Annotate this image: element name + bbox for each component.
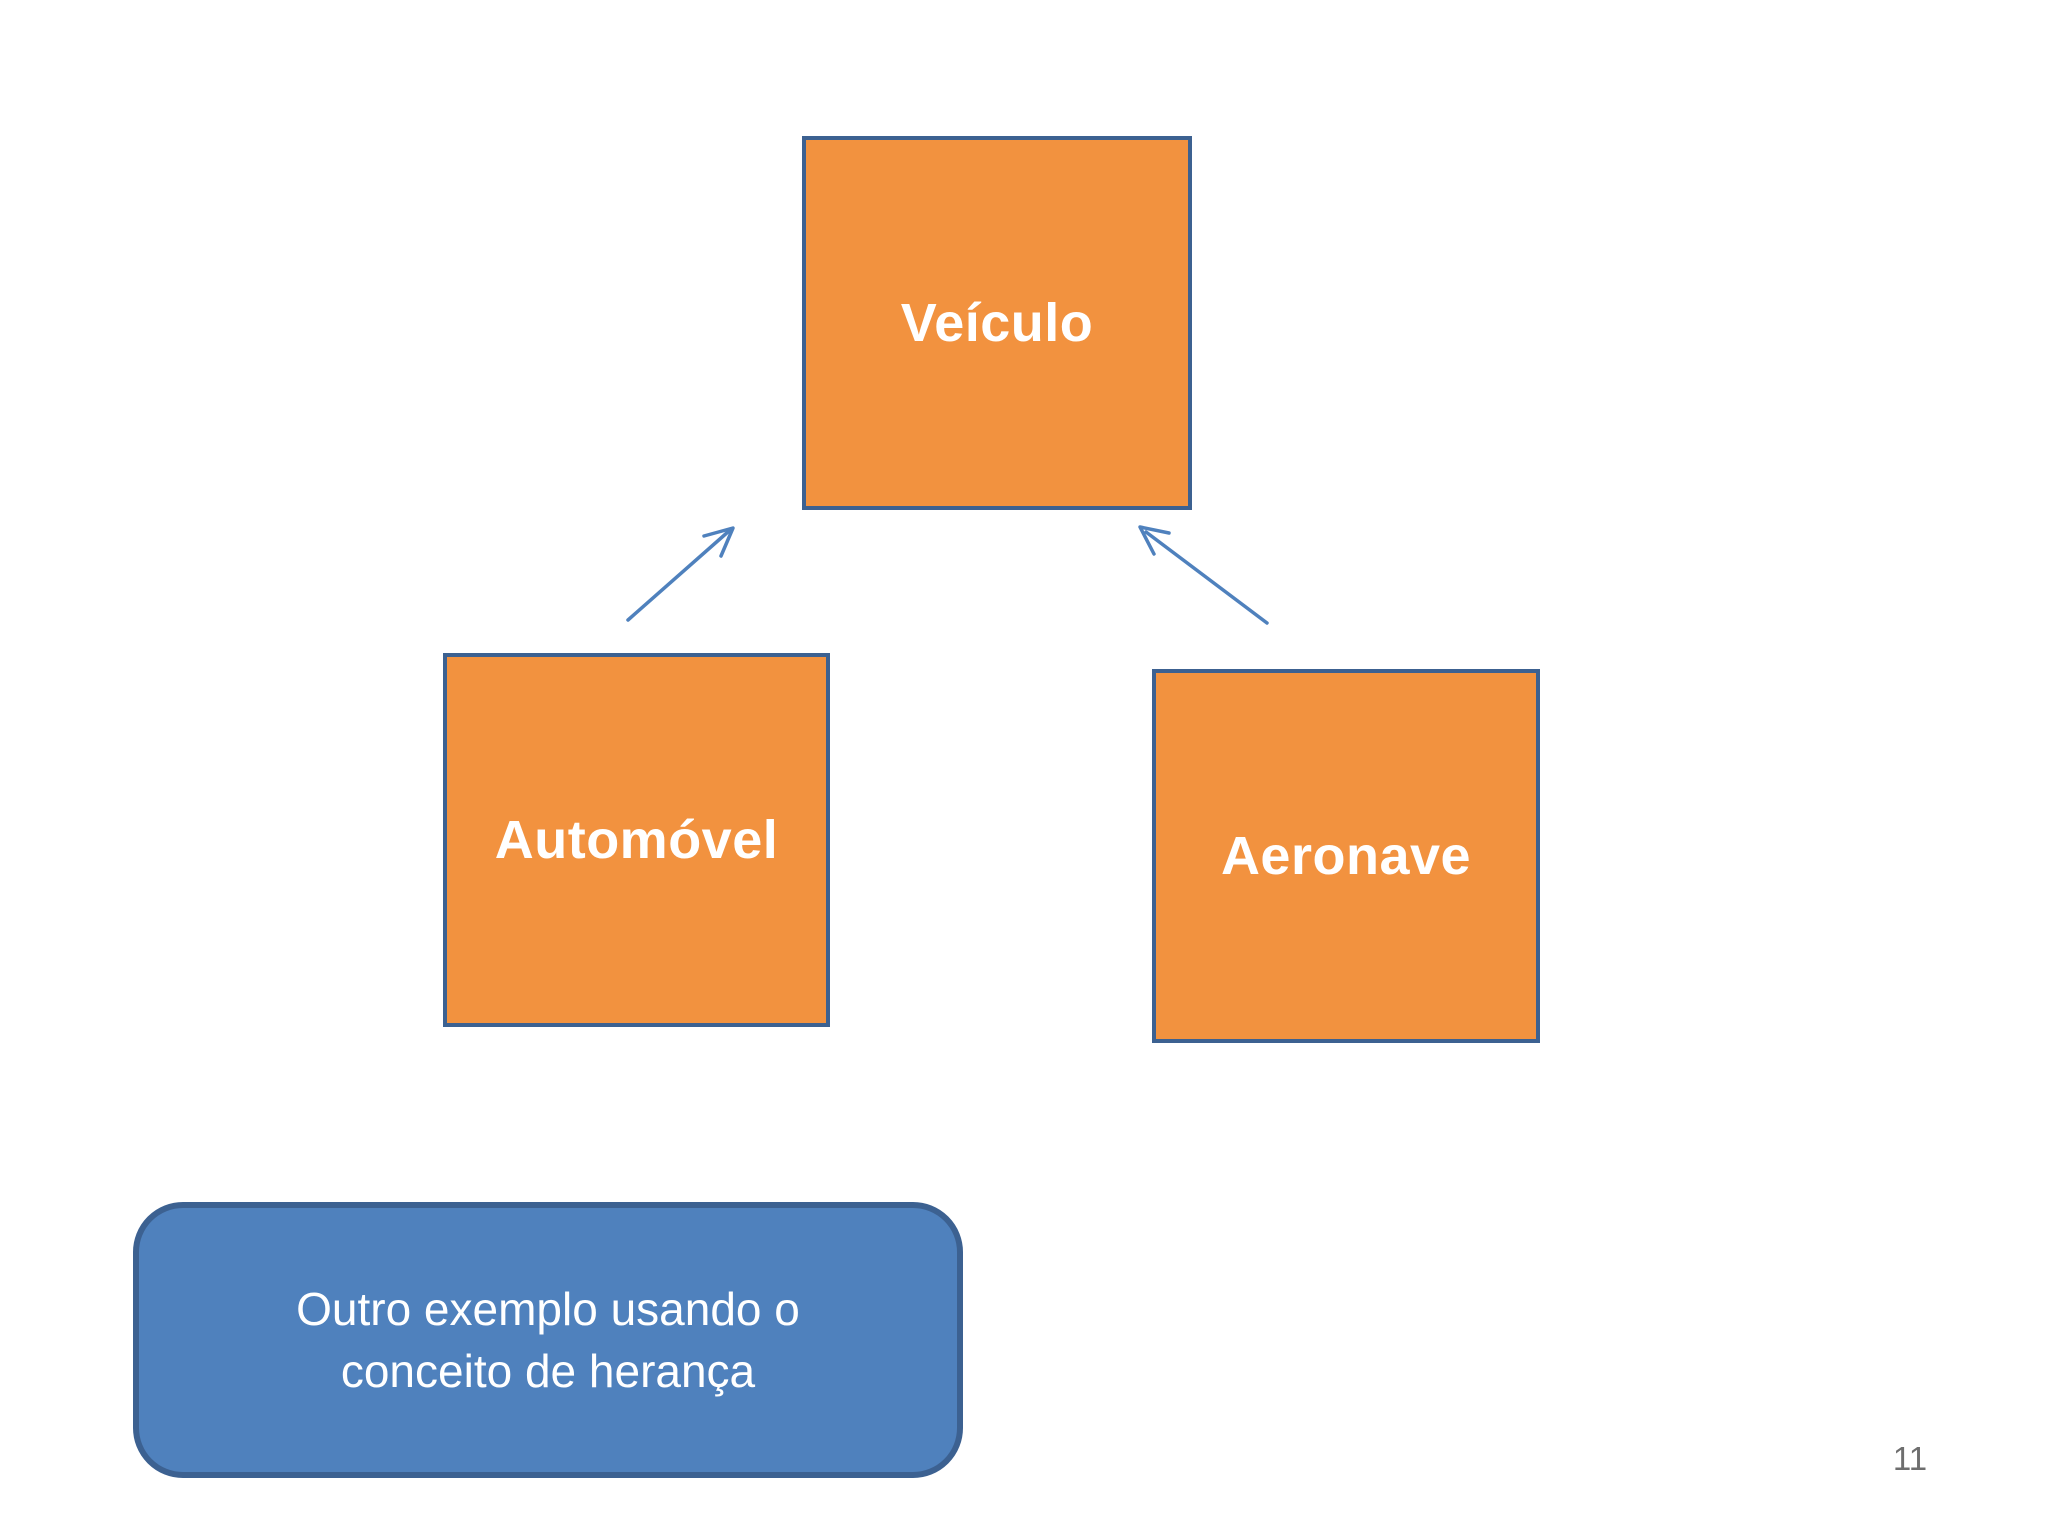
arrow-shaft	[626, 529, 731, 622]
page-number: 11	[1892, 1440, 1928, 1477]
diagram-node-automovel: Automóvel	[443, 653, 830, 1027]
node-aeronave-label: Aeronave	[1220, 826, 1472, 886]
diagram-node-veiculo: Veículo	[802, 136, 1192, 510]
inheritance-arrow-aeronave-to-veiculo	[1138, 525, 1269, 625]
callout-note: Outro exemplo usando o conceito de heran…	[133, 1202, 963, 1478]
node-automovel-label: Automóvel	[494, 810, 779, 870]
arrow-head-icon	[1138, 525, 1171, 556]
callout-line-2: conceito de herança	[340, 1345, 756, 1397]
inheritance-arrow-automovel-to-veiculo	[626, 526, 735, 622]
diagram-node-aeronave: Aeronave	[1152, 669, 1540, 1043]
node-veiculo-label: Veículo	[900, 293, 1094, 353]
callout-line-1: Outro exemplo usando o	[296, 1283, 800, 1335]
arrow-shaft	[1144, 530, 1269, 625]
arrow-head-icon	[702, 526, 735, 558]
